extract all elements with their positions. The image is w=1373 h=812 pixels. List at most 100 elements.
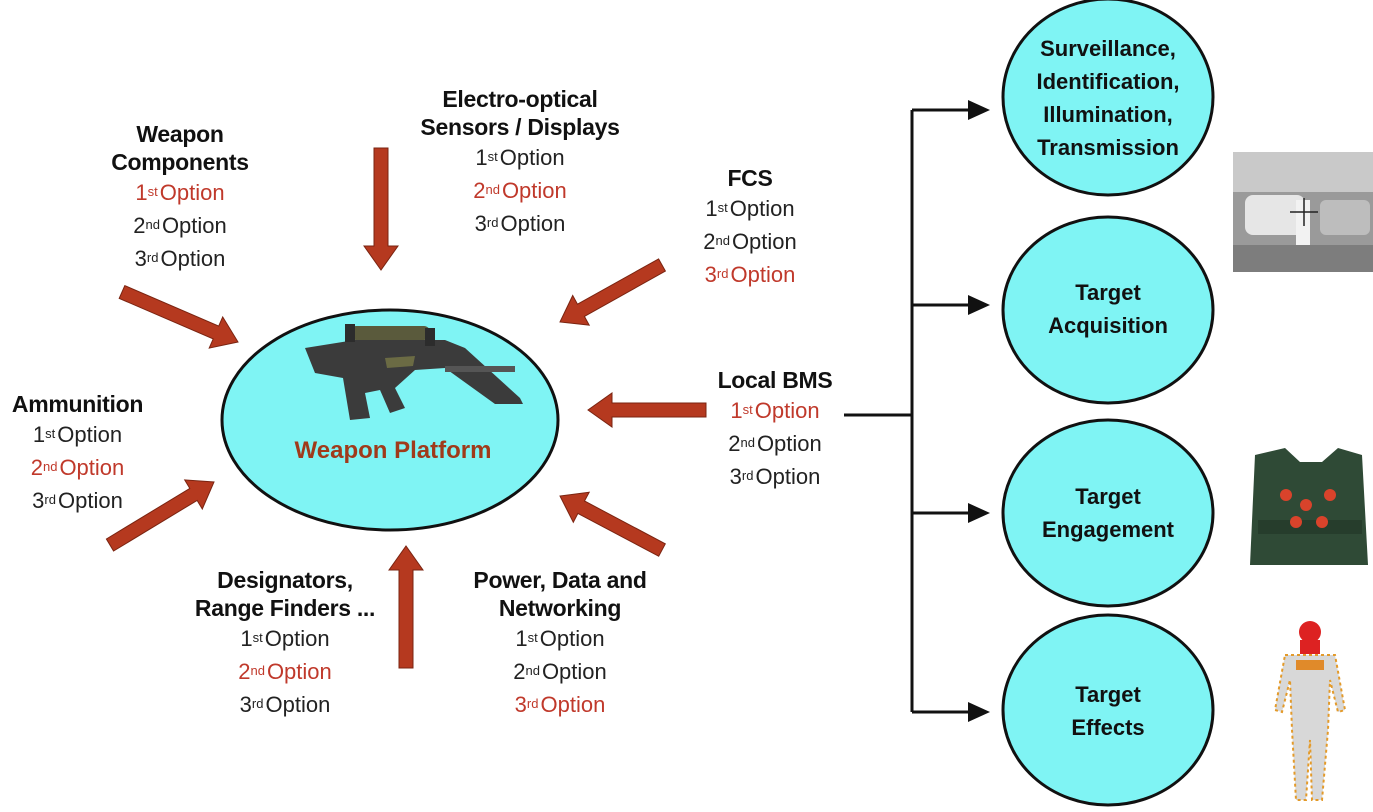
option-1: 1stOption [400,141,640,174]
acquisition-circle [1001,215,1215,405]
option-text: Option [541,659,607,684]
effects-label: Target Effects [1003,678,1213,744]
outcome-line: Target [1075,280,1141,305]
electro-optical-arrow [363,147,399,271]
fcs-arrow [559,258,667,326]
option-ordinal-suffix: rd [44,492,56,507]
human-damage-figure-icon [1273,621,1347,801]
option-text: Option [161,213,227,238]
option-1: 1stOption [700,394,850,427]
designators-title: Designators, Range Finders ... [180,566,390,622]
thermal-sight-image-icon [1233,152,1373,272]
title-line: Ammunition [11,391,144,417]
option-ordinal-suffix: rd [486,215,499,230]
option-number: 2 [133,213,146,238]
option-1: 1stOption [180,622,390,655]
option-number: 1 [730,398,743,423]
designators-arrow [388,545,424,669]
surveillance-label: Surveillance, Identification, Illuminati… [1003,32,1213,164]
weapon-components-arrow [118,284,239,349]
local-bms-arrow [587,392,707,428]
outcome-line: Engagement [1041,517,1175,542]
weapon-components-title: Weapon Components [95,120,265,176]
option-number: 2 [238,659,251,684]
option-number: 2 [703,229,716,254]
option-2: 2ndOption [95,209,265,242]
option-text: Option [731,229,797,254]
option-text: Option [59,455,125,480]
title-line: FCS [727,165,773,191]
power-data-title: Power, Data and Networking [455,566,665,622]
title-line: Power, Data and [473,567,647,593]
option-number: 1 [705,196,718,221]
option-ordinal-suffix: st [487,149,498,164]
option-ordinal-suffix: rd [526,696,539,711]
option-number: 3 [239,692,252,717]
rifle-icon [305,324,523,420]
option-number: 3 [32,488,45,513]
option-1: 1stOption [680,192,820,225]
option-2: 2ndOption [455,655,665,688]
option-text: Option [265,692,331,717]
title-line: Range Finders ... [194,595,376,621]
option-ordinal-suffix: st [45,426,56,441]
option-number: 1 [32,422,46,447]
option-text: Option [756,431,822,456]
option-number: 3 [704,262,717,287]
outcome-connector [844,106,981,716]
option-number: 3 [729,464,742,489]
option-text: Option [57,422,123,447]
option-3: 3rdOption [0,484,155,517]
acquisition-label: Target Acquisition [1003,276,1213,342]
option-text: Option [499,145,565,170]
option-number: 2 [30,455,43,480]
outcome-line: Acquisition [1048,313,1168,338]
option-2: 2ndOption [700,427,850,460]
option-text: Option [540,692,606,717]
ammunition-arrow [105,479,215,552]
option-ordinal-suffix: nd [145,217,160,232]
option-3: 3rdOption [700,460,850,493]
electro-optical-title: Electro-optical Sensors / Displays [400,85,640,141]
power-data-arrow [559,491,666,557]
option-text: Option [501,178,567,203]
option-text: Option [159,180,225,205]
option-ordinal-suffix: nd [740,435,755,450]
title-line: Components [111,149,249,175]
option-number: 1 [240,626,253,651]
title-line: Weapon [136,121,224,147]
outcome-line: Effects [1071,715,1145,740]
option-ordinal-suffix: rd [716,266,729,281]
option-text: Option [160,246,226,271]
weapon-platform-label: Weapon Platform [294,437,492,464]
title-line: Sensors / Displays [420,114,620,140]
outcome-line: Identification, [1036,69,1180,94]
option-ordinal-suffix: st [527,630,538,645]
option-text: Option [729,196,795,221]
option-1: 1stOption [95,176,265,209]
option-text: Option [500,211,566,236]
option-ordinal-suffix: nd [715,233,730,248]
title-line: Networking [498,595,622,621]
outcome-line: Target [1075,682,1141,707]
option-ordinal-suffix: st [147,184,158,199]
option-number: 3 [514,692,527,717]
option-ordinal-suffix: rd [251,696,264,711]
outcome-line: Surveillance, [1040,36,1176,61]
surveillance-circle [1001,0,1215,197]
title-line: Local BMS [717,367,833,393]
option-ordinal-suffix: st [742,402,753,417]
option-1: 1stOption [455,622,665,655]
option-number: 1 [475,145,488,170]
option-number: 1 [515,626,528,651]
title-line: Designators, [217,567,353,593]
option-number: 2 [473,178,486,203]
option-1: 1stOption [0,418,155,451]
engagement-circle [1001,418,1215,608]
effects-circle [1001,613,1215,807]
option-3: 3rdOption [400,207,640,240]
